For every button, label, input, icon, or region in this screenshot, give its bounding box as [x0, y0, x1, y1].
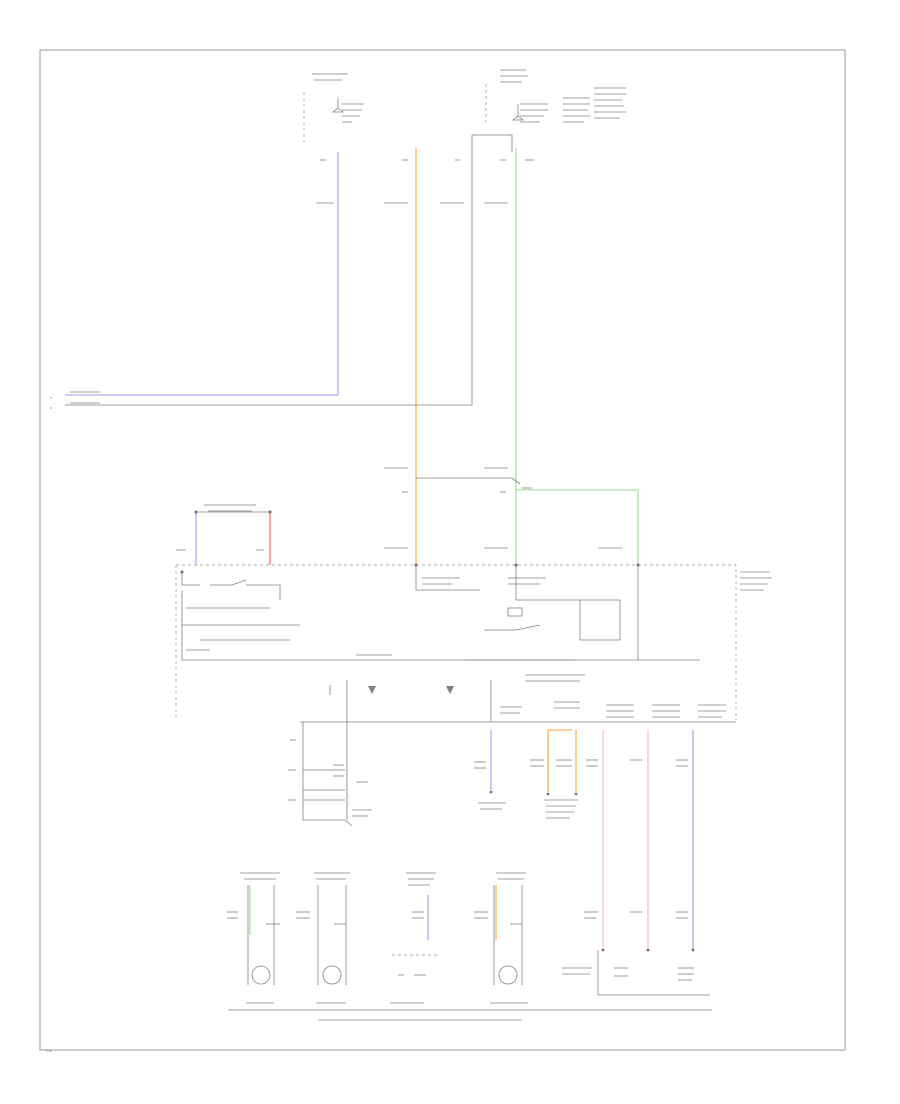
wire-labels-top: [50, 159, 622, 549]
right-branches: [474, 701, 726, 950]
page-number: F-4: [46, 1049, 52, 1053]
arrow-markers: [329, 680, 492, 722]
diagram-frame: [39, 49, 846, 1051]
lamp-3: [390, 872, 440, 1004]
lamp-2: [296, 872, 350, 1004]
lamp-left: [227, 872, 280, 1004]
dimmer-switch: [176, 504, 272, 565]
wire-purple-main: [65, 152, 339, 396]
top-left-fuse: [303, 73, 364, 142]
top-right-fuse: [485, 69, 626, 123]
wire-green-main: [515, 148, 639, 565]
wire-gray-main: [65, 134, 513, 406]
combination-meter: [175, 563, 772, 720]
lamp-4: [474, 872, 528, 1004]
left-lower-switch: [288, 722, 372, 827]
connector-right: [562, 911, 710, 996]
